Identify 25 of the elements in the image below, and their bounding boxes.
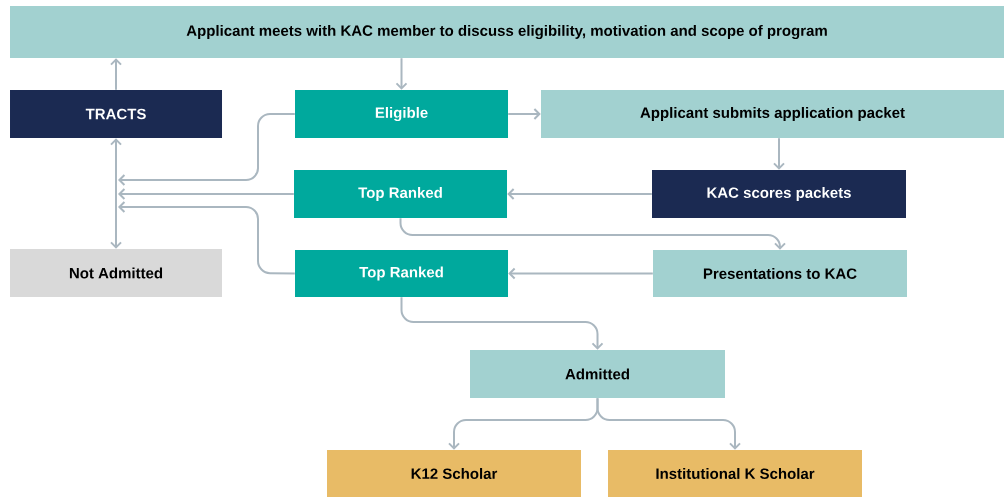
arrow	[596, 397, 741, 450]
arrow	[110, 58, 122, 91]
process-box: Presentations to KAC	[653, 250, 907, 297]
arrow	[400, 296, 604, 350]
arrow	[773, 137, 785, 170]
process-box: Eligible	[295, 90, 508, 138]
process-box: Top Ranked	[295, 250, 508, 297]
process-box: Admitted	[470, 350, 725, 398]
process-box: Institutional K Scholar	[608, 450, 862, 497]
process-box: Top Ranked	[294, 170, 507, 218]
process-box: Applicant meets with KAC member to discuss eligibility, motivation and scope of program	[10, 6, 1004, 58]
arrow	[110, 138, 122, 249]
process-box: Not Admitted	[10, 249, 222, 297]
process-box: TRACTS	[10, 90, 222, 138]
arrow	[508, 267, 654, 280]
arrow	[118, 188, 295, 200]
process-box: K12 Scholar	[327, 450, 581, 497]
arrow	[507, 108, 541, 120]
process-box: KAC scores packets	[652, 170, 906, 218]
arrow	[118, 201, 296, 275]
arrow	[399, 217, 786, 250]
arrow	[118, 113, 296, 186]
process-box: Applicant submits application packet	[541, 90, 1004, 138]
arrow	[507, 188, 653, 200]
arrow	[395, 57, 408, 90]
